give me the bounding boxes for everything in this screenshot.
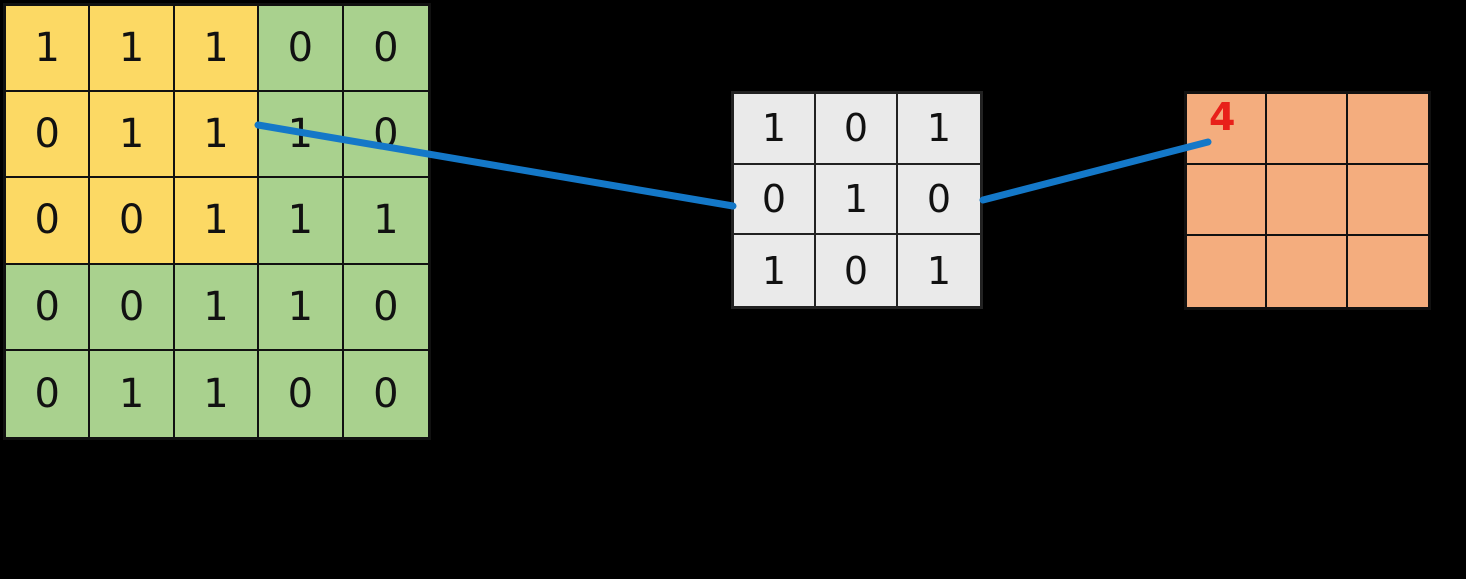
input-cell-3-0: 0 xyxy=(6,264,91,351)
input-cell-4-3: 0 xyxy=(259,350,344,437)
input-cell-4-2: 1 xyxy=(174,350,260,437)
input-cell-1-4: 0 xyxy=(343,92,428,179)
input-cell-1-1: 1 xyxy=(90,92,175,179)
output-cell-1-0 xyxy=(1187,165,1268,236)
input-cell-0-2: 1 xyxy=(174,6,260,93)
input-cell-4-4: 0 xyxy=(343,350,428,437)
kernel-cell-0-2: 1 xyxy=(898,94,980,165)
kernel-cell-2-0: 1 xyxy=(734,235,816,306)
input-cell-3-4: 0 xyxy=(343,264,428,351)
kernel-cell-1-1: 1 xyxy=(816,164,898,236)
kernel-cell-1-2: 0 xyxy=(898,164,980,236)
input-cell-3-3: 1 xyxy=(259,264,344,351)
kernel-matrix: 1 0 1 0 1 0 1 0 1 xyxy=(731,91,983,309)
input-cell-0-3: 0 xyxy=(259,6,344,93)
kernel-to-output-connector xyxy=(979,138,1212,204)
input-cell-3-1: 0 xyxy=(90,264,175,351)
kernel-cell-2-1: 0 xyxy=(816,235,898,306)
input-cell-3-2: 1 xyxy=(174,264,260,351)
output-cell-0-0: 4 xyxy=(1187,94,1268,165)
output-cell-2-0 xyxy=(1187,236,1268,307)
kernel-cell-1-0: 0 xyxy=(734,164,816,236)
input-cell-1-0: 0 xyxy=(6,92,91,179)
kernel-cell-0-1: 0 xyxy=(816,94,898,165)
output-cell-1-1 xyxy=(1267,165,1348,236)
output-matrix: 4 xyxy=(1184,91,1431,310)
input-cell-2-0: 0 xyxy=(6,178,91,265)
input-cell-4-1: 1 xyxy=(90,350,175,437)
input-cell-4-0: 0 xyxy=(6,350,91,437)
input-cell-1-3: 1 xyxy=(259,92,344,179)
kernel-cell-0-0: 1 xyxy=(734,94,816,165)
input-cell-2-2: 1 xyxy=(174,178,260,265)
input-matrix: 1 1 1 0 0 0 1 1 1 0 0 0 1 1 1 0 0 1 1 0 … xyxy=(3,3,431,440)
input-cell-1-2: 1 xyxy=(174,92,260,179)
output-cell-2-2 xyxy=(1347,236,1428,307)
output-cell-1-2 xyxy=(1347,165,1428,236)
input-cell-2-4: 1 xyxy=(343,178,428,265)
input-cell-2-1: 0 xyxy=(90,178,175,265)
kernel-cell-2-2: 1 xyxy=(898,235,980,306)
output-cell-0-2 xyxy=(1347,94,1428,165)
input-cell-2-3: 1 xyxy=(259,178,344,265)
output-cell-2-1 xyxy=(1267,236,1348,307)
input-cell-0-1: 1 xyxy=(90,6,175,93)
output-cell-0-1 xyxy=(1267,94,1348,165)
input-cell-0-4: 0 xyxy=(343,6,428,93)
input-cell-0-0: 1 xyxy=(6,6,91,93)
